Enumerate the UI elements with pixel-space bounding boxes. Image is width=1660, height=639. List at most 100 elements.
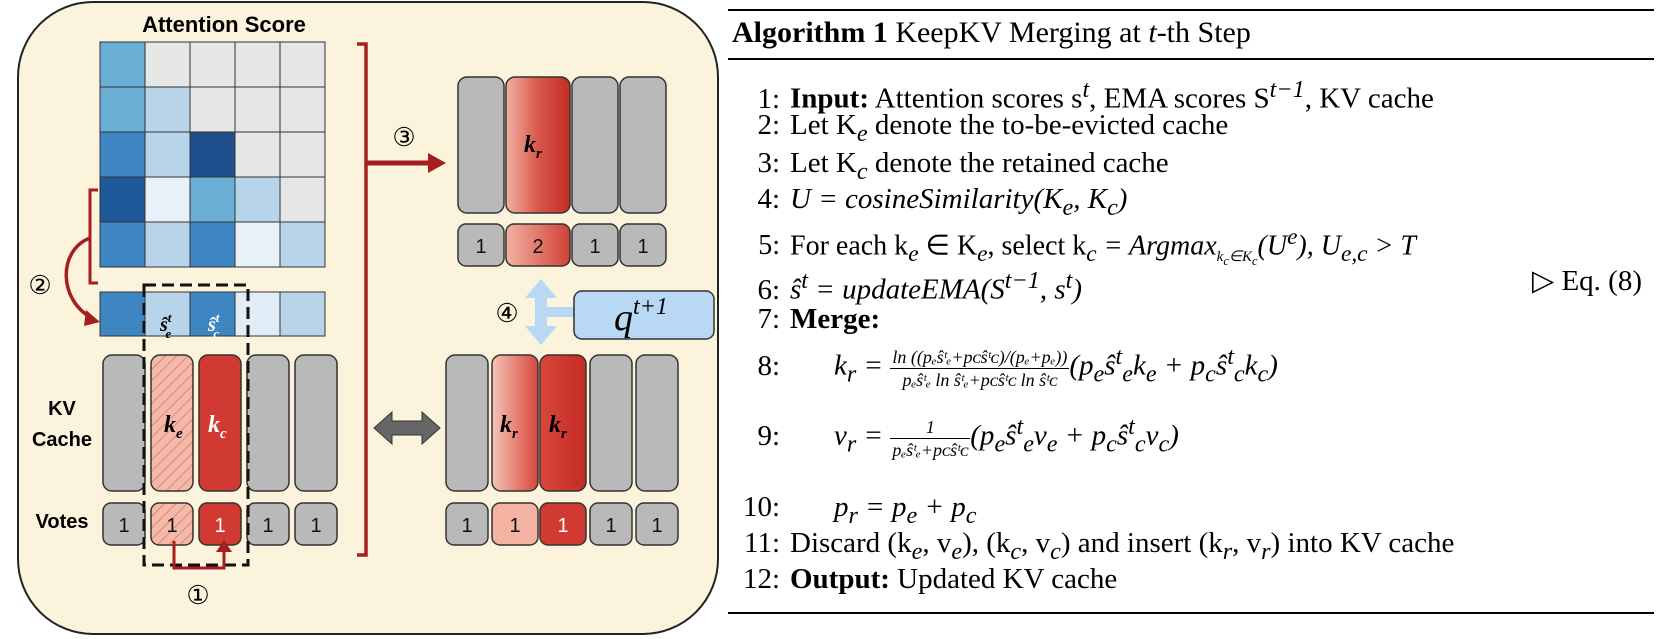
vote-value: 1 xyxy=(118,515,129,537)
vote-cell xyxy=(150,502,194,546)
kv-block-merged xyxy=(505,76,571,214)
step4-marker: ④ xyxy=(495,299,518,328)
heatmap-cell xyxy=(99,41,146,88)
step4-double-arrow xyxy=(525,279,557,345)
heatmap-cell xyxy=(234,176,281,223)
heatmap-cell xyxy=(144,176,191,223)
step3-marker: ③ xyxy=(392,123,415,152)
heatmap-cell xyxy=(144,131,191,178)
step1-connector xyxy=(172,541,226,570)
heatmap-cell xyxy=(99,221,146,268)
vote-value: 1 xyxy=(509,515,520,537)
heatmap-cell xyxy=(279,86,326,133)
step1-arrowhead xyxy=(216,540,232,552)
score-cell xyxy=(189,291,236,337)
heatmap-cell xyxy=(279,131,326,178)
heatmap-cell xyxy=(189,176,236,223)
vote-value: 1 xyxy=(605,515,616,537)
vote-cell xyxy=(457,223,505,267)
heatmap-cell xyxy=(99,86,146,133)
vote-cell xyxy=(539,502,587,546)
kv-label-line1: KV xyxy=(48,398,76,420)
query-label: qt+1 xyxy=(614,294,668,339)
kv-block-merged xyxy=(539,354,587,492)
algo-line-2: 2:Let Ke denote the to-be-evicted cache xyxy=(757,109,1229,147)
algo-line-8: 8:kr = ln ((pₑŝᵗₑ+pᴄŝᵗᴄ)/(pₑ+pₑ))pₑŝᵗₑ l… xyxy=(757,343,1278,390)
step2-bracket xyxy=(88,188,98,285)
algo-line-6: 6:ŝt = updateEMA(St−1, st)▷ Eq. (8) xyxy=(757,265,1642,306)
heatmap-cell xyxy=(189,41,236,88)
algo-line-11: 11:Discard (ke, ve), (kc, vc) and insert… xyxy=(744,527,1455,565)
heatmap-cell xyxy=(189,221,236,268)
eq8-fraction: ln ((pₑŝᵗₑ+pᴄŝᵗᴄ)/(pₑ+pₑ))pₑŝᵗₑ ln ŝᵗₑ+p… xyxy=(890,346,1070,390)
vote-cell xyxy=(619,223,667,267)
q-connector xyxy=(547,307,575,317)
algorithm-panel: Algorithm 1 KeepKV Merging at t-th Step … xyxy=(728,0,1660,639)
score-cell xyxy=(99,291,146,337)
step2-curve xyxy=(64,236,93,320)
heatmap-cell xyxy=(144,41,191,88)
score-cell xyxy=(144,291,191,337)
step2-marker: ② xyxy=(28,271,51,300)
heatmap-cell xyxy=(189,131,236,178)
kr-label-bottom-a: kr xyxy=(500,412,518,442)
kv-block-retained xyxy=(198,354,242,492)
heatmap-cell xyxy=(279,41,326,88)
kv-cache-merged-top xyxy=(457,76,667,214)
heatmap-cell xyxy=(234,131,281,178)
vote-cell xyxy=(505,223,571,267)
attention-score-title: Attention Score xyxy=(142,12,306,37)
kv-block xyxy=(445,354,489,492)
vote-value: 2 xyxy=(532,236,543,258)
vote-value: 1 xyxy=(475,236,486,258)
votes-label: Votes xyxy=(36,511,89,533)
step2-arrowhead xyxy=(84,310,100,326)
algo-line-10: 10:pr = pe + pc xyxy=(742,491,977,529)
kv-block xyxy=(589,354,633,492)
kv-cache-left xyxy=(102,354,338,492)
algo-line-12: 12:Output: Updated KV cache xyxy=(742,563,1118,595)
kv-block xyxy=(635,354,679,492)
step3-arrowhead xyxy=(428,153,446,173)
vote-value: 1 xyxy=(637,236,648,258)
step1-marker: ① xyxy=(186,581,209,610)
vote-value: 1 xyxy=(589,236,600,258)
top-rule xyxy=(728,9,1654,11)
heatmap-cell xyxy=(234,221,281,268)
kv-cache-bottom-right xyxy=(445,354,679,492)
vote-value: 1 xyxy=(461,515,472,537)
vote-value: 1 xyxy=(166,515,177,537)
eq-reference: ▷ Eq. (8) xyxy=(1531,265,1642,297)
title-rule xyxy=(728,58,1654,60)
heatmap-cell xyxy=(279,221,326,268)
algo-line-4: 4:U = cosineSimilarity(Ke, Kc) xyxy=(757,183,1128,221)
vote-cell xyxy=(589,502,633,546)
heatmap-cell xyxy=(189,86,236,133)
heatmap-cell xyxy=(99,176,146,223)
kc-label: kc xyxy=(208,412,227,442)
kv-block xyxy=(294,354,338,492)
score-cell xyxy=(234,291,281,337)
heatmap-cell xyxy=(279,176,326,223)
ke-label: ke xyxy=(164,412,183,442)
heatmap-cell xyxy=(99,131,146,178)
kr-label-top: kr xyxy=(524,132,542,162)
ema-score-row xyxy=(99,291,326,337)
score-cell xyxy=(279,291,326,337)
heatmap-cell xyxy=(234,41,281,88)
vote-cell xyxy=(198,502,242,546)
bottom-rule xyxy=(728,612,1654,614)
heatmap-cell xyxy=(234,86,281,133)
vote-value: 1 xyxy=(651,515,662,537)
vote-cell xyxy=(571,223,619,267)
heatmap-cell xyxy=(144,221,191,268)
algorithm-title: Algorithm 1 KeepKV Merging at t-th Step xyxy=(732,16,1251,49)
